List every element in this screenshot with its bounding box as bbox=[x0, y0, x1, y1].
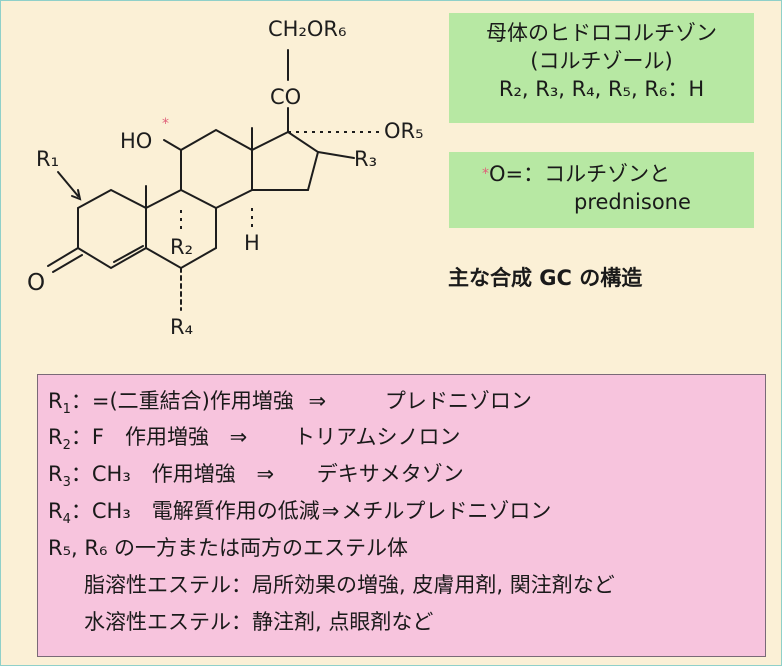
note-asterisk: * bbox=[482, 166, 489, 182]
ester-row: R₅, R₆ の一方または両方のエステル体 bbox=[48, 536, 409, 560]
r2-effect-row: R2：F 作用増強 ⇒ トリアムシノロン bbox=[48, 425, 461, 454]
parent-compound-box: 母体のヒドロコルチゾン (コルチゾール) R₂, R₃, R₄, R₅, R₆：… bbox=[449, 13, 754, 123]
parent-substituents: R₂, R₃, R₄, R₅, R₆：H bbox=[498, 77, 705, 101]
o-label: O bbox=[27, 270, 45, 296]
ring-c bbox=[180, 128, 253, 209]
substituent-effects-box: R1：=(二重結合)作用増強 ⇒ プレドニゾロン R2：F 作用増強 ⇒ トリア… bbox=[37, 374, 766, 657]
r3-label: R₃ bbox=[354, 147, 377, 171]
parent-subtitle: (コルチゾール) bbox=[530, 49, 673, 73]
parent-title: 母体のヒドロコルチゾン bbox=[486, 21, 717, 45]
arrow-icon: ⇒ bbox=[308, 389, 327, 413]
r4-label: R₄ bbox=[170, 315, 193, 339]
ho-asterisk: * bbox=[162, 116, 169, 132]
or5-label: OR₅ bbox=[384, 119, 424, 143]
h-label: H bbox=[244, 231, 260, 255]
arrow-icon: ⇒ bbox=[321, 499, 340, 523]
result-methylprednisolone: メチルプレドニゾロン bbox=[341, 499, 552, 523]
ring-a bbox=[77, 188, 147, 270]
lipophilic-ester-row: 脂溶性エステル：局所効果の増強, 皮膚用剤, 関注剤など bbox=[84, 573, 615, 597]
arrow-icon: ⇒ bbox=[229, 425, 248, 449]
result-prednisolone: プレドニゾロン bbox=[384, 389, 532, 413]
cortisone-note-box: *O=：コルチゾンと prednisone bbox=[449, 152, 754, 228]
note-line2: prednisone bbox=[574, 190, 691, 214]
ring-b bbox=[145, 188, 217, 270]
ho-label: HO bbox=[120, 129, 152, 153]
co-label: CO bbox=[270, 85, 301, 109]
hydrophilic-ester-row: 水溶性エステル：静注剤, 点眼剤など bbox=[84, 610, 434, 634]
figure-caption: 主な合成 GC の構造 bbox=[448, 266, 643, 290]
r4-effect-row: R4：CH₃ 電解質作用の低減⇒メチルプレドニゾロン bbox=[48, 499, 552, 528]
result-dexamethasone: デキサメタゾン bbox=[316, 462, 464, 486]
steroid-structure-diagram: CH₂OR₆ CO OR₅ R₃ HO * R₁ R₂ H O R₄ bbox=[27, 17, 424, 339]
r2-label: R₂ bbox=[170, 235, 193, 259]
ch2or6-label: CH₂OR₆ bbox=[268, 17, 346, 41]
arrow-icon: ⇒ bbox=[256, 462, 275, 486]
result-triamcinolone: トリアムシノロン bbox=[293, 425, 461, 449]
r3-effect-row: R3：CH₃ 作用増強 ⇒ デキサメタゾン bbox=[48, 462, 464, 491]
r1-effect-row: R1：=(二重結合)作用増強 ⇒ プレドニゾロン bbox=[48, 389, 532, 418]
ring-d bbox=[251, 130, 320, 191]
note-line1: O=：コルチゾンと bbox=[489, 162, 671, 186]
r1-label: R₁ bbox=[36, 147, 59, 171]
